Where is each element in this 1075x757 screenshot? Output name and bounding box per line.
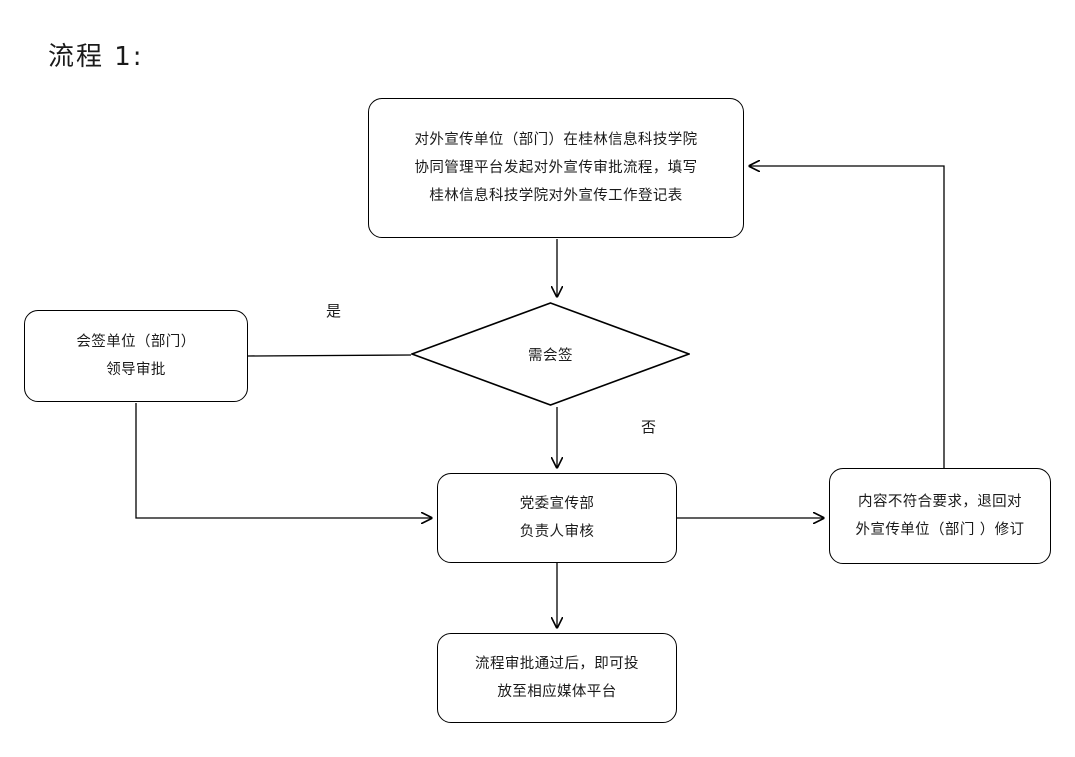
- node-review-line-2: 负责人审核: [519, 524, 595, 540]
- connector-decision-to-countersign: [247, 354, 412, 357]
- diamond-shape: [411, 302, 690, 406]
- edge-label-yes: 是: [326, 302, 342, 320]
- edge-label-no: 否: [641, 418, 657, 436]
- node-countersign-line-2: 领导审批: [106, 362, 166, 378]
- node-review-line-1: 党委宣传部: [519, 495, 595, 512]
- node-publish[interactable]: 流程审批通过后，即可投 放至相应媒体平台: [437, 633, 677, 723]
- node-publish-line-1: 流程审批通过后，即可投: [475, 655, 639, 672]
- node-countersign[interactable]: 会签单位（部门） 领导审批: [24, 310, 248, 402]
- node-decision[interactable]: 需会签: [411, 302, 690, 406]
- connector-reject-to-start: [749, 166, 945, 468]
- node-start-line-1: 对外宣传单位（部门）在桂林信息科技学院: [414, 131, 698, 148]
- node-reject[interactable]: 内容不符合要求，退回对 外宣传单位（部门 ）修订: [829, 468, 1051, 564]
- node-start-line-3: 桂林信息科技学院对外宣传工作登记表: [429, 188, 683, 205]
- node-publish-line-2: 放至相应媒体平台: [497, 684, 617, 700]
- node-start-line-2: 协同管理平台发起对外宣传审批流程，填写: [414, 159, 698, 176]
- node-countersign-line-1: 会签单位（部门）: [76, 333, 196, 350]
- node-decision-label: 需会签: [528, 347, 573, 364]
- node-start[interactable]: 对外宣传单位（部门）在桂林信息科技学院 协同管理平台发起对外宣传审批流程，填写 …: [368, 98, 744, 238]
- node-reject-line-2: 外宣传单位（部门 ）修订: [855, 522, 1025, 538]
- node-review[interactable]: 党委宣传部 负责人审核: [437, 473, 677, 563]
- page-title: 流程 1:: [48, 42, 144, 72]
- connector-countersign-to-review: [135, 403, 432, 518]
- node-reject-line-1: 内容不符合要求，退回对: [858, 493, 1022, 510]
